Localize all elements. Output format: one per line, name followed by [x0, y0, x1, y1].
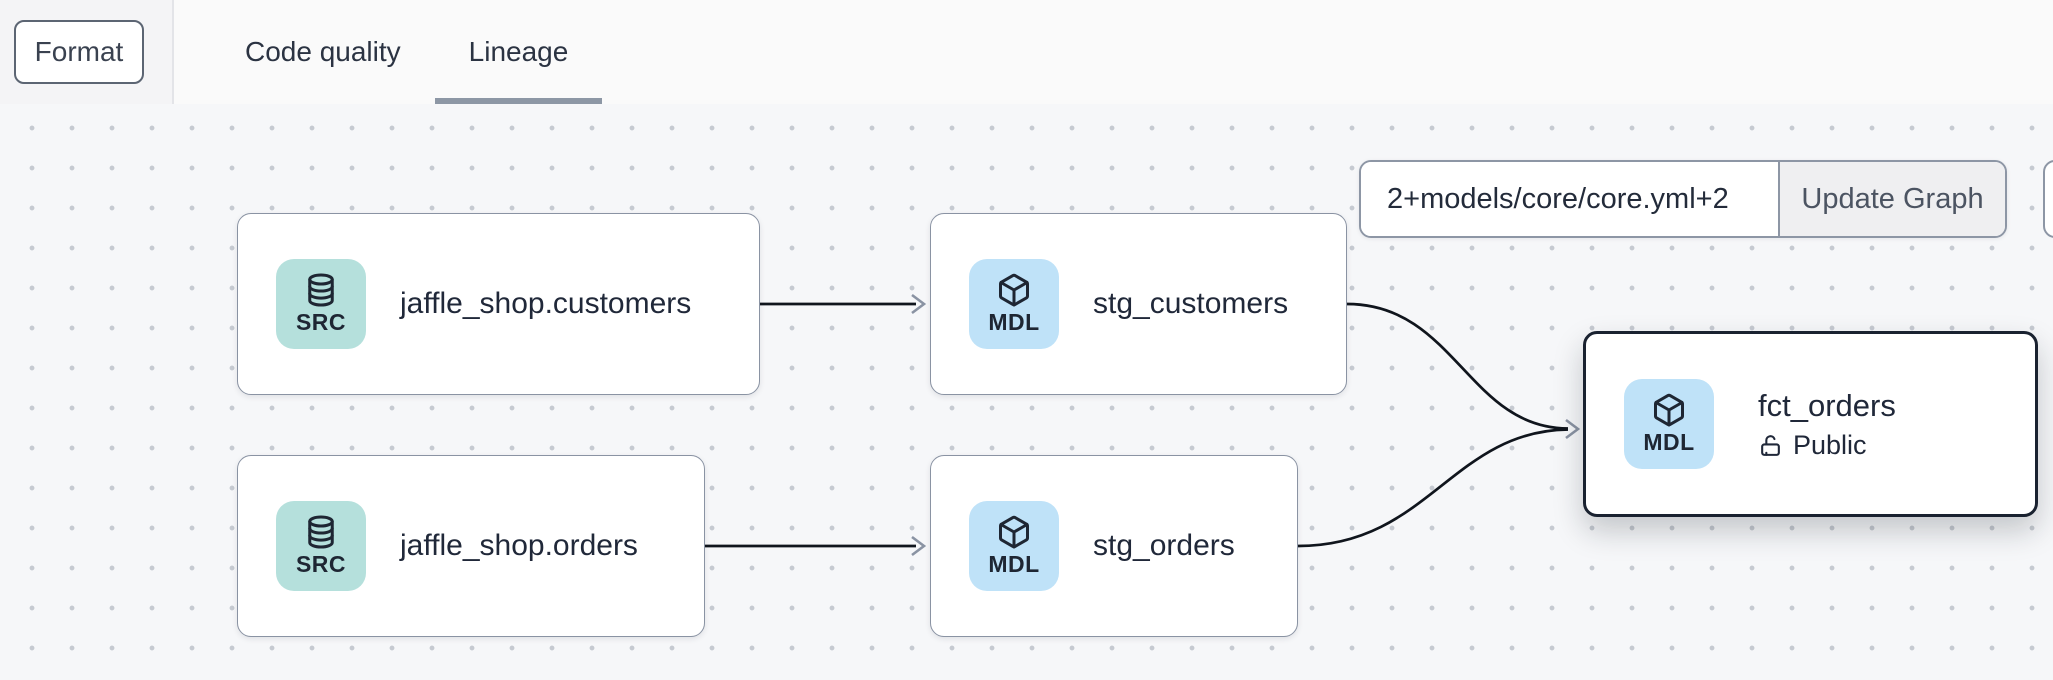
- node-label: jaffle_shop.orders: [400, 529, 638, 562]
- arrowhead-icon: [1565, 418, 1581, 440]
- node-text-column: fct_orders Public: [1758, 388, 1896, 461]
- access-row: Public: [1758, 430, 1896, 461]
- model-badge: MDL: [1624, 379, 1714, 469]
- edge-stg-orders-to-fct-orders: [1297, 428, 1569, 548]
- database-icon: [308, 273, 334, 307]
- node-label: fct_orders: [1758, 387, 1896, 423]
- update-graph-button[interactable]: Update Graph: [1778, 162, 2005, 236]
- pane-tabs: Code quality Lineage: [211, 0, 603, 104]
- toolbar-left-section: Format: [0, 0, 172, 104]
- badge-label: SRC: [295, 309, 347, 335]
- node-label: stg_orders: [1093, 529, 1235, 562]
- cube-icon: [998, 515, 1030, 549]
- node-label: jaffle_shop.customers: [400, 287, 692, 320]
- database-icon: [308, 515, 334, 549]
- badge-label: SRC: [295, 551, 347, 577]
- arrowhead-icon: [911, 293, 927, 315]
- cube-icon: [998, 273, 1030, 307]
- badge-label: MDL: [988, 551, 1040, 577]
- tab-lineage[interactable]: Lineage: [434, 0, 603, 104]
- arrowhead-icon: [911, 535, 927, 557]
- tab-label: Lineage: [468, 36, 569, 67]
- badge-label: MDL: [988, 309, 1040, 335]
- model-badge: MDL: [969, 259, 1059, 349]
- active-tab-indicator: [434, 98, 603, 104]
- cube-icon: [1653, 393, 1685, 427]
- lineage-selector-input[interactable]: 2+models/core/core.yml+2: [1361, 162, 1778, 236]
- lineage-canvas[interactable]: SRC jaffle_shop.customers SRC jaffle_sho…: [0, 104, 2053, 680]
- badge-label: MDL: [1643, 429, 1695, 455]
- node-jaffle-shop-orders[interactable]: SRC jaffle_shop.orders: [237, 455, 705, 637]
- toolbar-divider: [172, 0, 174, 104]
- tab-label: Code quality: [245, 36, 401, 67]
- edge-stg-customers-to-fct-orders: [1346, 302, 1569, 430]
- source-badge: SRC: [276, 501, 366, 591]
- tab-code-quality[interactable]: Code quality: [211, 0, 435, 104]
- node-stg-customers[interactable]: MDL stg_customers: [930, 213, 1347, 395]
- unlock-icon: [1761, 434, 1780, 456]
- clipped-control-partial[interactable]: [2043, 160, 2053, 238]
- format-button[interactable]: Format: [14, 20, 144, 84]
- model-badge: MDL: [969, 501, 1059, 591]
- node-fct-orders[interactable]: MDL fct_orders Public: [1583, 331, 2038, 517]
- node-label: stg_customers: [1093, 287, 1289, 320]
- source-badge: SRC: [276, 259, 366, 349]
- lineage-selector-group: 2+models/core/core.yml+2 Update Graph: [1359, 160, 2007, 238]
- access-label: Public: [1793, 429, 1867, 460]
- node-jaffle-shop-customers[interactable]: SRC jaffle_shop.customers: [237, 213, 760, 395]
- node-stg-orders[interactable]: MDL stg_orders: [930, 455, 1298, 637]
- editor-toolbar: Format Code quality Lineage: [0, 0, 2053, 104]
